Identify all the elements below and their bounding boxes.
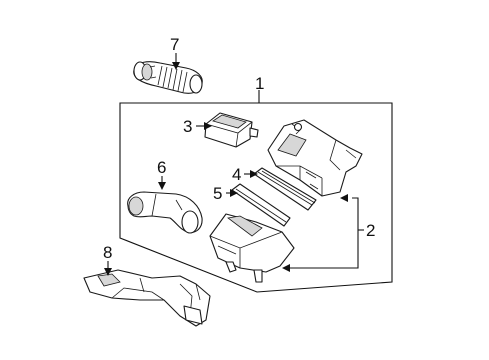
callout-3: 3 xyxy=(183,117,192,136)
callout-4: 4 xyxy=(232,165,241,184)
filter-frame-part xyxy=(231,183,291,227)
inlet-duct-part xyxy=(127,191,203,234)
lower-duct-part xyxy=(83,269,211,327)
leader-lines xyxy=(104,53,364,276)
callout-1: 1 xyxy=(255,74,264,93)
assembly-frame xyxy=(119,102,393,293)
callout-6: 6 xyxy=(157,158,166,177)
callout-5: 5 xyxy=(213,184,222,203)
lower-housing-part xyxy=(209,213,295,283)
resonator-part xyxy=(204,112,259,148)
callout-2: 2 xyxy=(366,221,375,240)
intake-hose-part xyxy=(133,61,203,94)
upper-housing-part xyxy=(267,119,363,197)
callout-7: 7 xyxy=(170,35,179,54)
filter-element-part xyxy=(253,167,317,211)
callout-8: 8 xyxy=(103,243,112,262)
